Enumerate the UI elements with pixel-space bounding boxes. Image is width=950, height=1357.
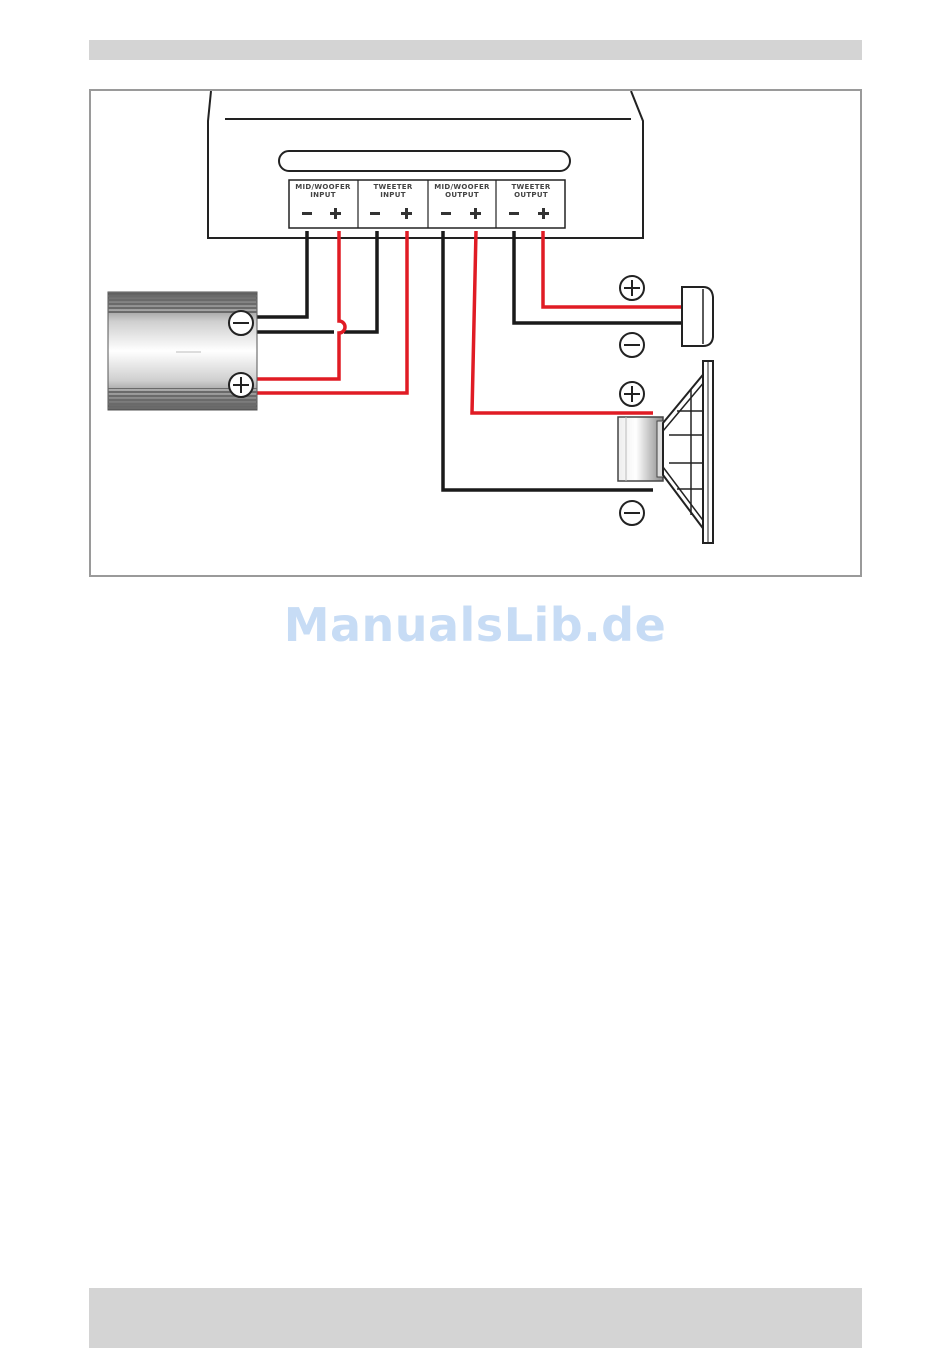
minus-circle-icon	[620, 333, 644, 357]
terminal-label: OUTPUT	[514, 191, 548, 199]
terminal-label: INPUT	[380, 191, 406, 199]
watermark-text: ManualsLib.de	[0, 598, 950, 652]
minus-icon	[509, 212, 519, 215]
wire-positive-mid-input	[257, 231, 345, 379]
amplifier-icon	[108, 292, 257, 410]
plus-circle-icon	[229, 373, 253, 397]
footer-bar	[89, 1288, 862, 1348]
terminal-label: TWEETER	[373, 183, 412, 191]
wire-positive-tweeter-input	[257, 231, 407, 393]
minus-circle-icon	[229, 311, 253, 335]
wire-negative-mid-input	[257, 231, 307, 317]
terminal-label: MID/WOOFER	[295, 183, 351, 191]
header-bar	[89, 40, 862, 60]
terminal-label: TWEETER	[511, 183, 550, 191]
plus-circle-icon	[620, 382, 644, 406]
terminal-group-tweeter-output: TWEETER OUTPUT	[511, 183, 550, 199]
terminal-label: MID/WOOFER	[434, 183, 490, 191]
plus-circle-icon	[620, 276, 644, 300]
terminal-label: OUTPUT	[445, 191, 479, 199]
minus-circle-icon	[620, 501, 644, 525]
wire-negative-tweeter-output	[514, 231, 683, 323]
terminal-label: INPUT	[310, 191, 336, 199]
wiring-diagram-frame: MID/WOOFER INPUT TWEETER INPUT MID/WOOFE…	[89, 89, 862, 577]
minus-icon	[441, 212, 451, 215]
minus-icon	[302, 212, 312, 215]
minus-icon	[370, 212, 380, 215]
tweeter-icon	[682, 287, 713, 346]
crossover-unit: MID/WOOFER INPUT TWEETER INPUT MID/WOOFE…	[208, 91, 643, 238]
wiring-diagram: MID/WOOFER INPUT TWEETER INPUT MID/WOOFE…	[91, 91, 860, 575]
wire-positive-tweeter-output	[543, 231, 683, 307]
